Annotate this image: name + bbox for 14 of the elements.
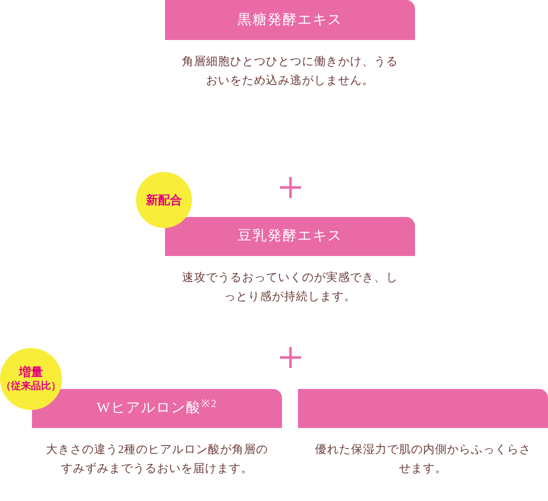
header-band bbox=[165, 0, 415, 40]
header-band bbox=[165, 217, 415, 256]
badge-text: 増量 bbox=[19, 365, 43, 380]
ingredient-title: 豆乳発酵エキス bbox=[238, 228, 342, 246]
description-text: 角層細胞ひとつひとつに働きかけ、うるおいをため込み逃がしません。 bbox=[181, 54, 399, 89]
ingredient-title: 黒糖発酵エキス bbox=[238, 12, 342, 30]
header-band bbox=[32, 389, 282, 428]
badge-text: 新配合 bbox=[146, 192, 182, 208]
ingredient-title: Wヒアルロン酸$^{※2}$ bbox=[96, 398, 218, 418]
description-text: 速攻でうるおっていくのが実感でき、しっとり感が持続します。 bbox=[181, 270, 399, 305]
description-text: 大きさの違う2種のヒアルロン酸が角層のすみずみまでうるおいを届けます。 bbox=[45, 442, 269, 477]
description-text: 優れた保湿力で肌の内側からふっくらさせます。 bbox=[314, 442, 532, 477]
header-band bbox=[298, 389, 548, 428]
badge-text: （従来品比） bbox=[1, 380, 61, 393]
